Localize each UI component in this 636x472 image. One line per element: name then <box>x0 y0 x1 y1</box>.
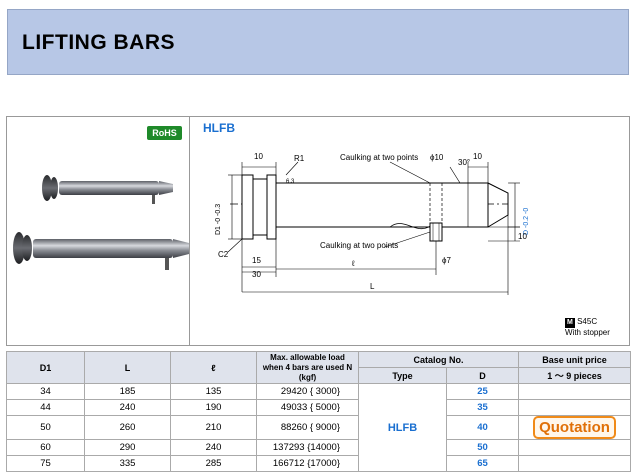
cell-D: 50 <box>445 439 520 456</box>
col-price: Base unit price <box>518 351 632 368</box>
cell-d1: 50 <box>6 415 85 440</box>
cell-ell: 190 <box>170 399 257 416</box>
dim-phi7: ϕ7 <box>442 256 451 265</box>
cell-d1: 44 <box>6 399 85 416</box>
product-photo-area: RoHS <box>7 117 190 345</box>
cell-ell: 135 <box>170 383 257 400</box>
col-qty: 1 ～ 9 pieces <box>518 367 632 384</box>
dim-30: 30 <box>252 270 261 279</box>
product-photo <box>13 175 189 270</box>
cell-ell: 240 <box>170 439 257 456</box>
page-title: LIFTING BARS <box>22 31 175 54</box>
col-d1: D1 <box>6 351 85 384</box>
cell-load: 49033 { 5000} <box>256 399 359 416</box>
cell-d1: 60 <box>6 439 85 456</box>
table-row: 50 260 210 88260 { 9000} 40 Quotation <box>6 415 632 440</box>
cell-D: 35 <box>445 399 520 416</box>
cell-price <box>518 399 632 416</box>
cell-D: 25 <box>445 383 520 400</box>
dim-r1: R1 <box>294 154 305 163</box>
material-info: M S45C With stopper <box>565 317 610 338</box>
cell-L: 260 <box>84 415 171 440</box>
dim-right-10: 10 <box>518 232 527 241</box>
material-badge: M <box>565 318 575 328</box>
cell-price <box>518 439 632 456</box>
large-bar-image <box>13 232 189 270</box>
technical-drawing: 10 R1 6.3 Caulking at two points ϕ10 30°… <box>215 152 530 295</box>
dim-d1: D1 -0 -0.3 <box>215 204 222 235</box>
quotation-cell: Quotation <box>518 415 632 440</box>
cell-load: 137293 {14000} <box>256 439 359 456</box>
col-catalog: Catalog No. <box>357 351 520 368</box>
header-banner: LIFTING BARS <box>7 9 629 75</box>
dim-d: D -0.2 -0 <box>523 208 530 235</box>
cell-d1: 34 <box>6 383 85 400</box>
rohs-badge: RoHS <box>147 126 182 140</box>
small-bar-image <box>42 175 173 204</box>
dim-c2: C2 <box>218 250 229 259</box>
table-row: 34 185 135 29420 { 3000} HLFB 25 <box>6 383 632 472</box>
col-ell: ℓ <box>170 351 257 384</box>
cell-load: 29420 { 3000} <box>256 383 359 400</box>
quotation-button[interactable]: Quotation <box>533 416 616 439</box>
cell-ell: 210 <box>170 415 257 440</box>
col-L: L <box>84 351 171 384</box>
dim-angle30: 30° <box>458 158 470 167</box>
col-load: Max. allowable load when 4 bars are used… <box>256 351 359 384</box>
table-row: 44 240 190 49033 { 5000} 35 <box>6 399 632 416</box>
cell-load: 88260 { 9000} <box>256 415 359 440</box>
cell-L: 335 <box>84 455 171 472</box>
col-D: D <box>445 367 520 384</box>
dim-top-10-left: 10 <box>254 152 263 161</box>
cell-type: HLFB <box>358 383 447 472</box>
dim-L: L <box>370 282 375 291</box>
material-note: With stopper <box>565 328 610 337</box>
model-code: HLFB <box>203 121 235 135</box>
cell-ell: 285 <box>170 455 257 472</box>
dim-15: 15 <box>252 256 261 265</box>
cell-L: 290 <box>84 439 171 456</box>
dim-caulking-bottom: Caulking at two points <box>320 241 398 250</box>
cell-load: 166712 {17000} <box>256 455 359 472</box>
cell-price <box>518 383 632 400</box>
col-type: Type <box>358 367 447 384</box>
material-name: S45C <box>577 317 598 326</box>
cell-D: 65 <box>445 455 520 472</box>
cell-L: 240 <box>84 399 171 416</box>
dim-phi10: ϕ10 <box>430 153 444 162</box>
cell-price <box>518 455 632 472</box>
product-panel: RoHS <box>6 116 630 346</box>
table-row: 75 335 285 166712 {17000} 65 <box>6 455 632 472</box>
dim-roughness: 6.3 <box>286 179 295 185</box>
cell-L: 185 <box>84 383 171 400</box>
dim-top-10-right: 10 <box>473 152 482 161</box>
spec-table: D1 L ℓ Max. allowable load when 4 bars a… <box>6 351 632 472</box>
table-row: 60 290 240 137293 {14000} 50 <box>6 439 632 456</box>
dim-caulking-top: Caulking at two points <box>340 153 418 162</box>
cell-D: 40 <box>445 415 520 440</box>
dim-ell: ℓ <box>351 259 355 268</box>
cell-d1: 75 <box>6 455 85 472</box>
